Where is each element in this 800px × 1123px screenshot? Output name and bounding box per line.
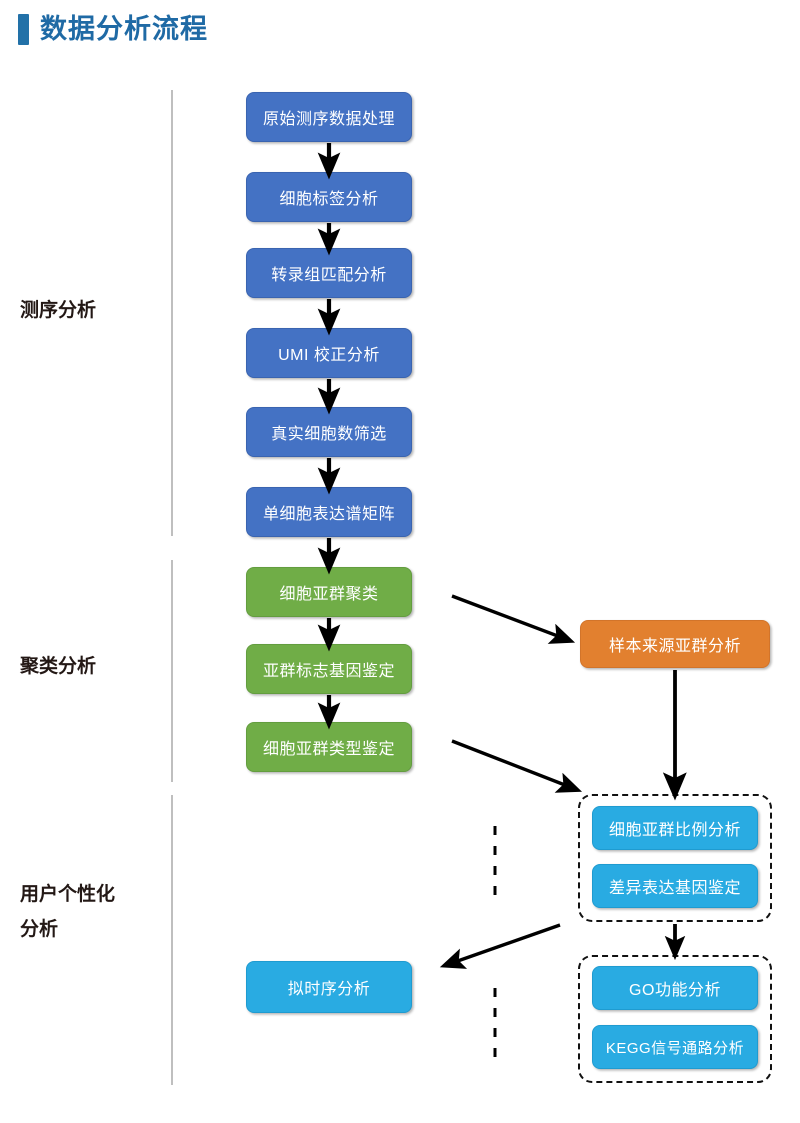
node-transcriptome-mapping[interactable]: 转录组匹配分析 — [246, 248, 412, 298]
stage-rule-clustering — [171, 560, 173, 782]
node-umi-correction[interactable]: UMI 校正分析 — [246, 328, 412, 378]
stage-rule-custom — [171, 795, 173, 1085]
node-sample-origin-subcluster[interactable]: 样本来源亚群分析 — [580, 620, 770, 668]
title-accent-bar — [18, 14, 29, 45]
node-go-enrichment[interactable]: GO功能分析 — [592, 966, 758, 1010]
node-pseudotime-analysis[interactable]: 拟时序分析 — [246, 961, 412, 1013]
node-differential-expression[interactable]: 差异表达基因鉴定 — [592, 864, 758, 908]
stage-label-sequencing: 测序分析 — [20, 300, 97, 321]
page-title: 数据分析流程 — [18, 14, 208, 45]
stage-label-custom-line2: 分析 — [20, 919, 59, 940]
arrow-to-pseudotime — [439, 923, 561, 969]
node-subcluster-proportion[interactable]: 细胞亚群比例分析 — [592, 806, 758, 850]
node-true-cell-filter[interactable]: 真实细胞数筛选 — [246, 407, 412, 457]
node-raw-sequencing-data[interactable]: 原始测序数据处理 — [246, 92, 412, 142]
node-expression-matrix[interactable]: 单细胞表达谱矩阵 — [246, 487, 412, 537]
stage-rule-sequencing — [171, 90, 173, 536]
node-cell-barcode-analysis[interactable]: 细胞标签分析 — [246, 172, 412, 222]
node-kegg-pathway[interactable]: KEGG信号通路分析 — [592, 1025, 758, 1069]
stage-label-clustering: 聚类分析 — [20, 656, 97, 677]
page-title-text: 数据分析流程 — [40, 14, 208, 44]
arrow-type-to-group-one — [451, 739, 583, 793]
arrow-clustering-to-sample-origin — [451, 594, 576, 644]
stage-label-custom-line1: 用户个性化 — [20, 884, 116, 905]
node-subcluster-type-identification[interactable]: 细胞亚群类型鉴定 — [246, 722, 412, 772]
node-subcluster-clustering[interactable]: 细胞亚群聚类 — [246, 567, 412, 617]
node-marker-gene-identification[interactable]: 亚群标志基因鉴定 — [246, 644, 412, 694]
